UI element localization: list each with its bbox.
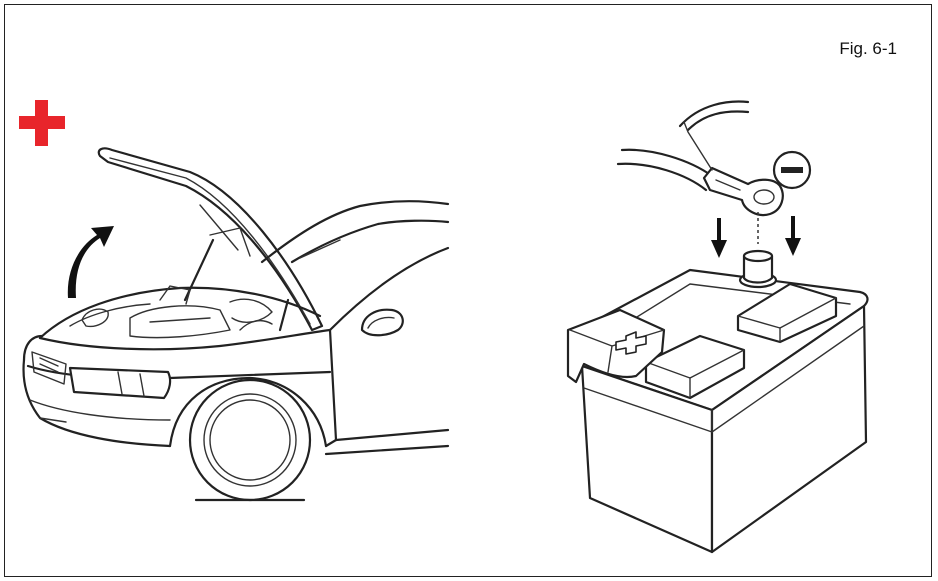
red-plus-icon [19,100,65,146]
battery-cable [616,100,784,217]
battery-illustration [566,249,869,554]
minus-circle-icon [772,150,812,190]
car-illustration [22,147,450,502]
arrow-down-icon [711,216,801,258]
figure-label: Fig. 6-1 [839,39,897,58]
plus-outline-icon [615,331,647,355]
curved-arrow-up-icon [67,226,114,298]
